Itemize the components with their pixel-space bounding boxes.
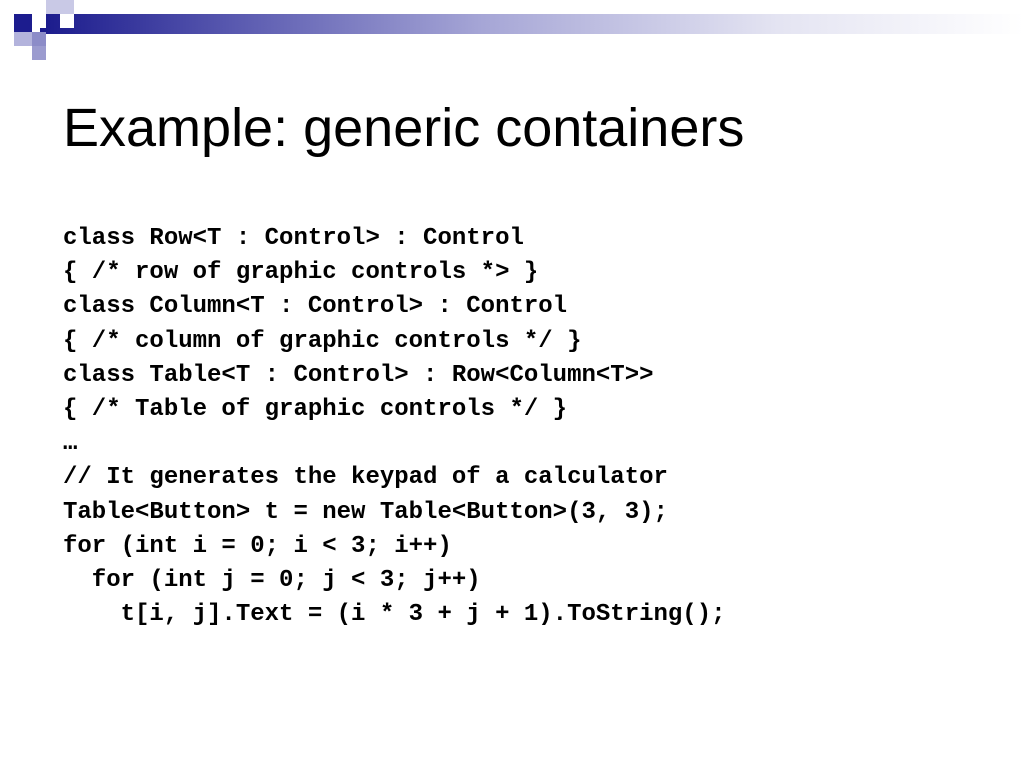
code-line: for (int j = 0; j < 3; j++) xyxy=(63,566,481,594)
code-line: t[i, j].Text = (i * 3 + j + 1).ToString(… xyxy=(63,601,726,629)
code-line: for (int i = 0; i < 3; i++) xyxy=(63,532,452,560)
code-line: class Table<T : Control> : Row<Column<T>… xyxy=(63,361,654,389)
code-line: … xyxy=(63,430,78,458)
code-line: { /* Table of graphic controls */ } xyxy=(63,395,568,423)
header-gradient-bar xyxy=(40,14,1024,34)
code-block: class Row<T : Control> : Control { /* ro… xyxy=(63,222,1003,632)
decorative-square xyxy=(60,14,74,28)
slide-title: Example: generic containers xyxy=(63,98,745,158)
decorative-square xyxy=(32,46,46,60)
code-line: class Column<T : Control> : Control xyxy=(63,293,568,321)
decorative-square xyxy=(46,0,74,14)
code-line: // It generates the keypad of a calculat… xyxy=(63,464,668,492)
code-line: { /* row of graphic controls *> } xyxy=(63,259,539,287)
code-line: { /* column of graphic controls */ } xyxy=(63,327,582,355)
code-line: Table<Button> t = new Table<Button>(3, 3… xyxy=(63,498,668,526)
decorative-square xyxy=(14,32,32,46)
code-line: class Row<T : Control> : Control xyxy=(63,225,524,252)
decorative-square xyxy=(32,14,46,28)
decorative-square xyxy=(14,14,32,32)
decorative-square xyxy=(32,32,46,46)
